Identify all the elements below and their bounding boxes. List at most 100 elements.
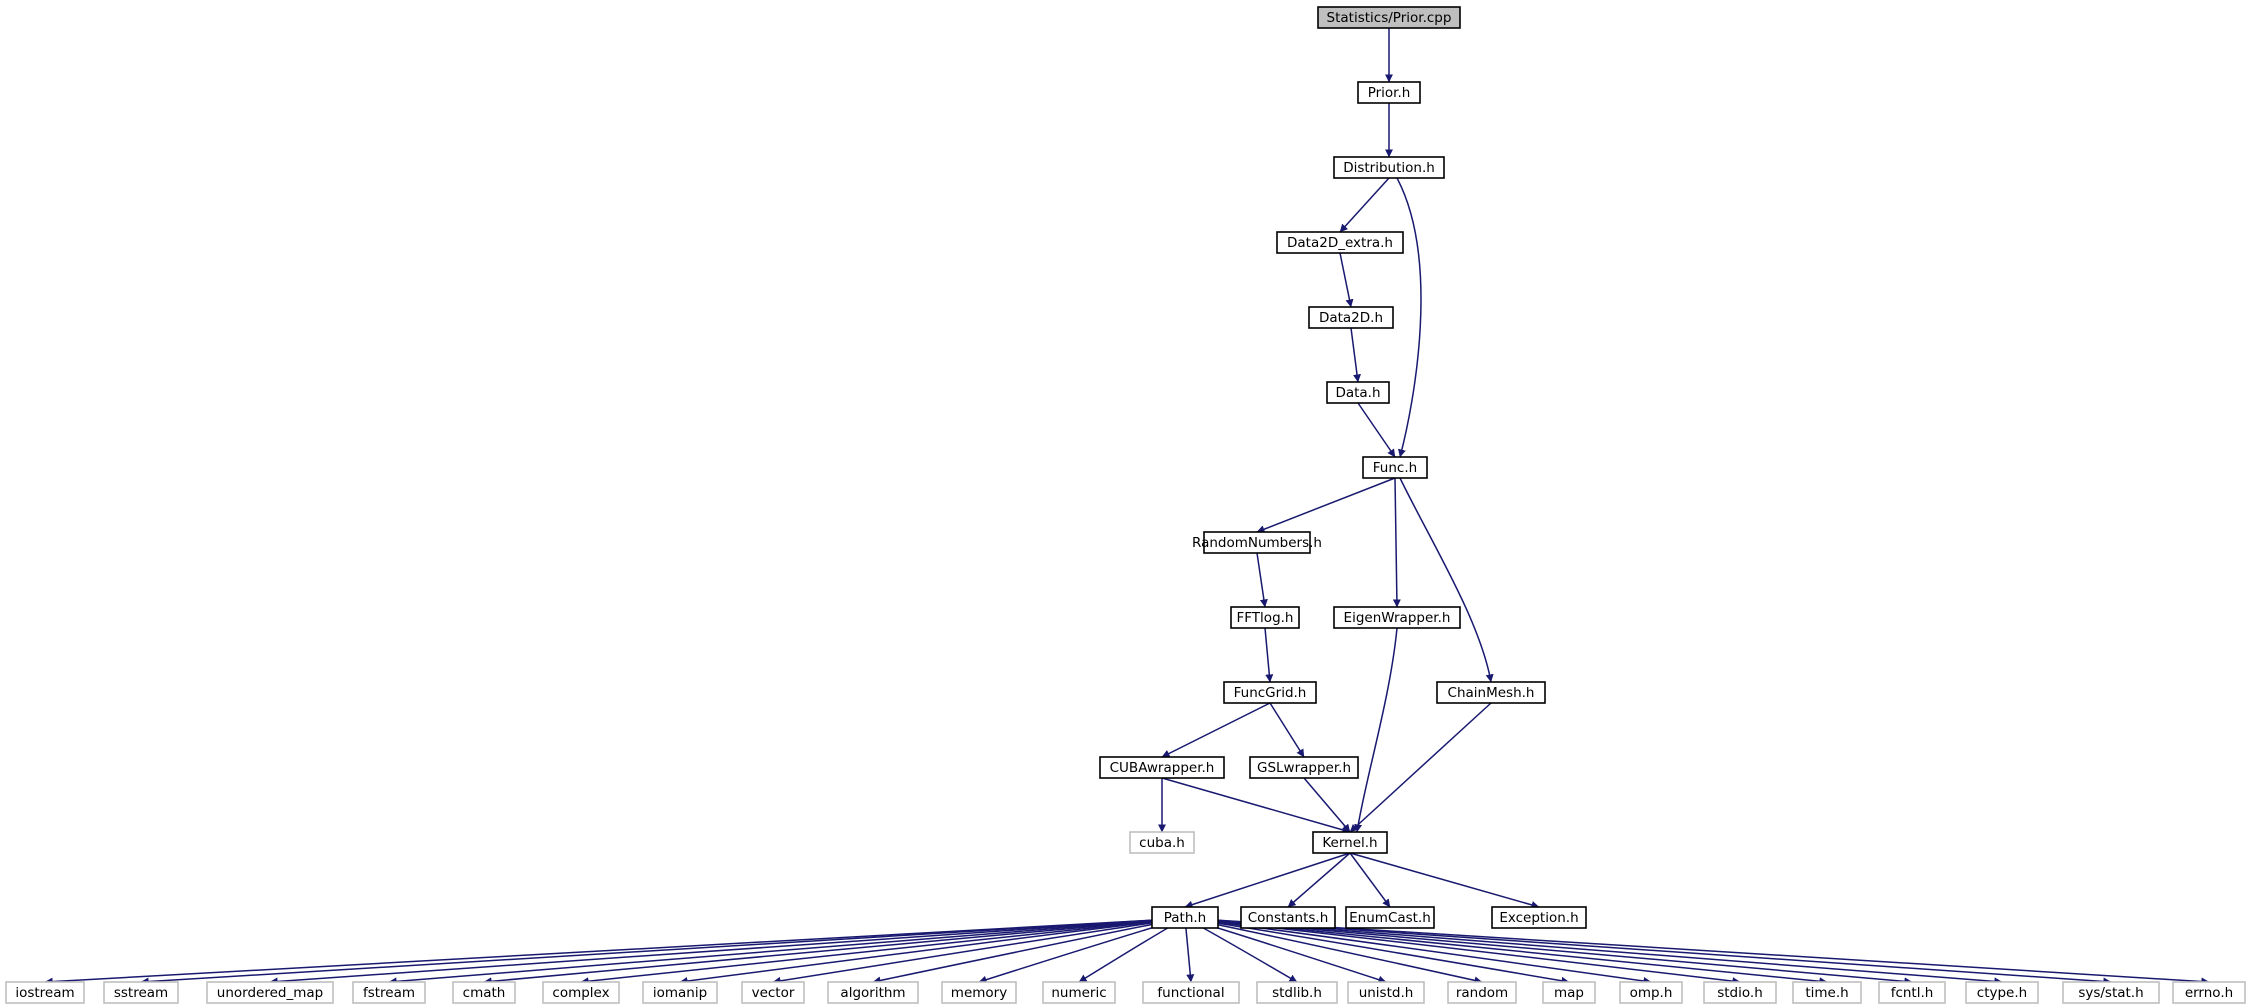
node-label: EigenWrapper.h bbox=[1344, 610, 1451, 626]
node-box bbox=[1317, 6, 1461, 29]
node-layer: Statistics/Prior.cppPrior.hDistribution.… bbox=[5, 6, 2246, 1004]
node-box bbox=[1619, 981, 1683, 1004]
node-label: Constants.h bbox=[1248, 910, 1329, 926]
node-label: unordered_map bbox=[217, 985, 323, 1001]
node-fftlog-h[interactable]: FFTlog.h bbox=[1230, 606, 1300, 629]
node-label: ChainMesh.h bbox=[1448, 685, 1535, 701]
node-label: random bbox=[1456, 985, 1508, 1001]
node-box bbox=[1256, 981, 1338, 1004]
node-label: Data2D_extra.h bbox=[1287, 235, 1393, 251]
node-label: Kernel.h bbox=[1322, 835, 1377, 851]
node-label: time.h bbox=[1805, 985, 1848, 1001]
node-label: unistd.h bbox=[1359, 985, 1414, 1001]
node-gslwrapper-h[interactable]: GSLwrapper.h bbox=[1249, 756, 1359, 779]
node-box bbox=[206, 981, 334, 1004]
edge-funcgrid_h-to-gslwrapper_h bbox=[1269, 702, 1305, 758]
edge-chainmesh_h-to-kernel_h bbox=[1349, 702, 1492, 833]
edge-funcgrid_h-to-cubawrapper_h bbox=[1161, 702, 1271, 758]
edge-distribution_h-to-func_h bbox=[1396, 177, 1422, 458]
node-label: algorithm bbox=[840, 985, 905, 1001]
node-prior-h[interactable]: Prior.h bbox=[1357, 81, 1421, 104]
node-funcgrid-h[interactable]: FuncGrid.h bbox=[1223, 681, 1317, 704]
node-box bbox=[1223, 681, 1317, 704]
node-distribution-h[interactable]: Distribution.h bbox=[1333, 156, 1445, 179]
node-enumcast-h[interactable]: EnumCast.h bbox=[1345, 906, 1435, 929]
node-algorithm: algorithm bbox=[827, 981, 919, 1004]
node-data2d-h[interactable]: Data2D.h bbox=[1308, 306, 1394, 329]
node-unordered-map: unordered_map bbox=[206, 981, 334, 1004]
node-constants-h[interactable]: Constants.h bbox=[1240, 906, 1336, 929]
edge-path_h-to-fcntl_h bbox=[1206, 919, 1913, 986]
node-box bbox=[103, 981, 179, 1004]
node-complex: complex bbox=[542, 981, 620, 1004]
node-data2d-extra-h[interactable]: Data2D_extra.h bbox=[1276, 231, 1404, 254]
node-box bbox=[2172, 981, 2246, 1004]
node-label: functional bbox=[1157, 985, 1224, 1001]
node-label: cmath bbox=[463, 985, 506, 1001]
node-label: vector bbox=[752, 985, 795, 1001]
node-vector: vector bbox=[741, 981, 805, 1004]
node-box bbox=[452, 981, 516, 1004]
node-cmath: cmath bbox=[452, 981, 516, 1004]
edge-cubawrapper_h-to-kernel_h bbox=[1161, 777, 1351, 834]
edge-randomnumbers_h-to-fftlog_h bbox=[1256, 552, 1268, 608]
node-random: random bbox=[1447, 981, 1517, 1004]
edge-path_h-to-fstream bbox=[388, 919, 1162, 986]
node-box bbox=[1312, 831, 1388, 854]
node-label: iomanip bbox=[653, 985, 707, 1001]
node-label: stdio.h bbox=[1717, 985, 1763, 1001]
node-exception-h[interactable]: Exception.h bbox=[1491, 906, 1587, 929]
node-box bbox=[1326, 381, 1390, 404]
node-label: FFTlog.h bbox=[1237, 610, 1294, 626]
node-fstream: fstream bbox=[352, 981, 426, 1004]
node-box bbox=[1230, 606, 1300, 629]
node-label: stdlib.h bbox=[1272, 985, 1322, 1001]
node-box bbox=[1151, 906, 1219, 929]
node-box bbox=[1703, 981, 1777, 1004]
node-kernel-h[interactable]: Kernel.h bbox=[1312, 831, 1388, 854]
edge-path_h-to-unordered_map bbox=[269, 919, 1158, 986]
node-numeric: numeric bbox=[1042, 981, 1116, 1004]
node-box bbox=[2062, 981, 2160, 1004]
edge-path_h-to-complex bbox=[580, 919, 1167, 986]
node-data-h[interactable]: Data.h bbox=[1326, 381, 1390, 404]
node-box bbox=[542, 981, 620, 1004]
node-path-h[interactable]: Path.h bbox=[1151, 906, 1219, 929]
node-box bbox=[1333, 156, 1445, 179]
node-cubawrapper-h[interactable]: CUBAwrapper.h bbox=[1099, 756, 1225, 779]
node-sstream: sstream bbox=[103, 981, 179, 1004]
edge-path_h-to-vector bbox=[772, 919, 1173, 985]
node-label: EnumCast.h bbox=[1349, 910, 1431, 926]
node-label: FuncGrid.h bbox=[1234, 685, 1307, 701]
node-prior-cpp[interactable]: Statistics/Prior.cpp bbox=[1317, 6, 1461, 29]
node-chainmesh-h[interactable]: ChainMesh.h bbox=[1436, 681, 1546, 704]
node-box bbox=[1203, 531, 1311, 554]
node-memory: memory bbox=[941, 981, 1017, 1004]
node-label: errno.h bbox=[2185, 985, 2233, 1001]
node-box bbox=[1333, 606, 1461, 629]
node-randomnumbers-h[interactable]: RandomNumbers.h bbox=[1192, 531, 1322, 554]
node-omp-h: omp.h bbox=[1619, 981, 1683, 1004]
node-label: iostream bbox=[15, 985, 74, 1001]
edge-path_h-to-cmath bbox=[483, 919, 1165, 986]
edge-eigenwrapper_h-to-kernel_h bbox=[1354, 627, 1398, 833]
edge-path_h-to-errno_h bbox=[1213, 919, 2210, 986]
node-box bbox=[941, 981, 1017, 1004]
node-label: map bbox=[1554, 985, 1584, 1001]
node-box bbox=[1142, 981, 1240, 1004]
node-box bbox=[1362, 456, 1428, 479]
node-time-h: time.h bbox=[1792, 981, 1862, 1004]
node-box bbox=[1357, 81, 1421, 104]
node-func-h[interactable]: Func.h bbox=[1362, 456, 1428, 479]
edge-path_h-to-iostream bbox=[44, 919, 1157, 986]
node-label: fstream bbox=[363, 985, 415, 1001]
node-label: memory bbox=[951, 985, 1007, 1001]
node-box bbox=[1542, 981, 1596, 1004]
node-label: omp.h bbox=[1630, 985, 1673, 1001]
node-label: Func.h bbox=[1373, 460, 1417, 476]
node-box bbox=[1276, 231, 1404, 254]
edge-path_h-to-functional bbox=[1184, 919, 1195, 983]
node-box bbox=[1099, 756, 1225, 779]
node-eigenwrapper-h[interactable]: EigenWrapper.h bbox=[1333, 606, 1461, 629]
node-box bbox=[642, 981, 718, 1004]
